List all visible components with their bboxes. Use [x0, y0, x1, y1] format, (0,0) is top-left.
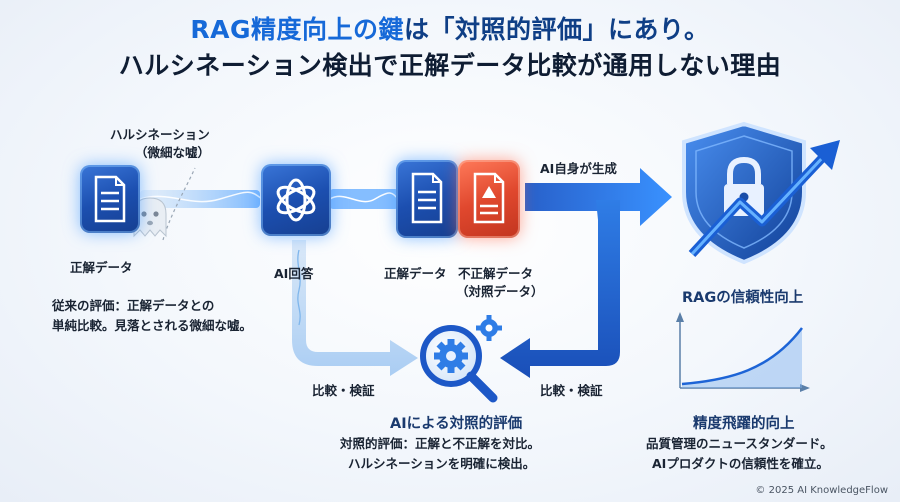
page-title: RAG精度向上の鍵は「対照的評価」にあり。: [0, 10, 900, 46]
beam-middle: [330, 189, 398, 209]
contrastive-eval-desc-1: 対照的評価：正解と不正解を対比。: [340, 436, 541, 451]
contrastive-eval-desc-2: ハルシネーションを明確に検出。: [348, 456, 536, 471]
correct-data-tile: [396, 160, 458, 238]
accuracy-title: 精度飛躍的向上: [693, 416, 795, 432]
copyright: © 2025 AI KnowledgeFlow: [755, 485, 888, 496]
correct-data-label: 正解データ: [384, 266, 447, 281]
growth-chart-icon: [676, 312, 810, 392]
incorrect-data-tile: [458, 160, 520, 238]
trend-arrow-icon: [688, 140, 840, 258]
ai-compare-arrow: [292, 240, 418, 376]
reliability-title: RAGの信頼性向上: [682, 290, 804, 306]
title-rest: は「対照的評価」にあり。: [404, 15, 710, 44]
compare-label-right: 比較・検証: [540, 383, 603, 398]
incorrect-data-label-2: （対照データ）: [456, 284, 544, 299]
compare-label-left: 比較・検証: [312, 383, 375, 398]
correct-data-tile-left: [80, 165, 140, 233]
return-arrow: [500, 200, 620, 378]
ai-answer-label: AI回答: [274, 266, 314, 281]
small-gear: [476, 315, 502, 341]
page-subtitle: ハルシネーション検出で正解データ比較が通用しない理由: [118, 51, 782, 80]
ghost-icon: [133, 197, 167, 238]
hallucination-label-2: （微細な嘘）: [135, 145, 211, 160]
ai-generate-arrow: [525, 168, 672, 226]
hallucination-label-1: ハルシネーション: [110, 127, 210, 142]
ai-generated-label: AI自身が生成: [540, 161, 617, 176]
traditional-eval-desc-1: 従来の評価：正解データとの: [52, 298, 215, 313]
incorrect-data-label-1: 不正解データ: [458, 266, 534, 281]
document-icon: [411, 172, 443, 224]
gear-magnifier-icon: [420, 315, 502, 403]
traditional-eval-desc-2: 単純比較。見落とされる微細な嘘。: [52, 318, 253, 333]
title-accent: RAG精度向上の鍵: [190, 15, 405, 44]
alert-document-icon: [473, 172, 505, 224]
ai-knot-icon: [276, 178, 316, 222]
contrastive-eval-title: AIによる対照的評価: [390, 416, 523, 432]
accuracy-desc-2: AIプロダクトの信頼性を確立。: [652, 456, 829, 471]
beam-left: [140, 190, 260, 208]
accuracy-desc-1: 品質管理のニュースタンダード。: [646, 436, 833, 451]
correct-data-label-left: 正解データ: [70, 260, 133, 275]
ai-answer-tile: [261, 164, 331, 236]
document-icon: [94, 175, 126, 223]
